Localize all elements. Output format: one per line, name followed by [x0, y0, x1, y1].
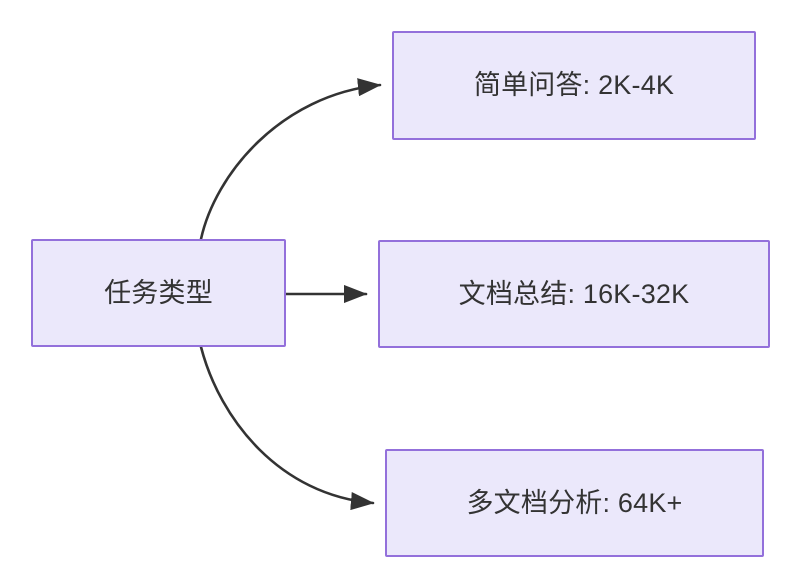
node-task-type-label: 任务类型	[104, 277, 213, 308]
node-document-summary[interactable]: 文档总结: 16K-32K	[378, 240, 770, 348]
node-simple-qa[interactable]: 简单问答: 2K-4K	[392, 31, 756, 140]
node-multi-document-analysis-label: 多文档分析: 64K+	[466, 487, 683, 518]
node-document-summary-label: 文档总结: 16K-32K	[458, 278, 690, 309]
node-simple-qa-label: 简单问答: 2K-4K	[473, 70, 675, 101]
edge-root-to-simple-qa	[199, 78, 382, 241]
edge-root-to-multi-doc	[199, 345, 375, 511]
node-task-type[interactable]: 任务类型	[31, 239, 286, 347]
node-multi-document-analysis[interactable]: 多文档分析: 64K+	[385, 449, 764, 557]
